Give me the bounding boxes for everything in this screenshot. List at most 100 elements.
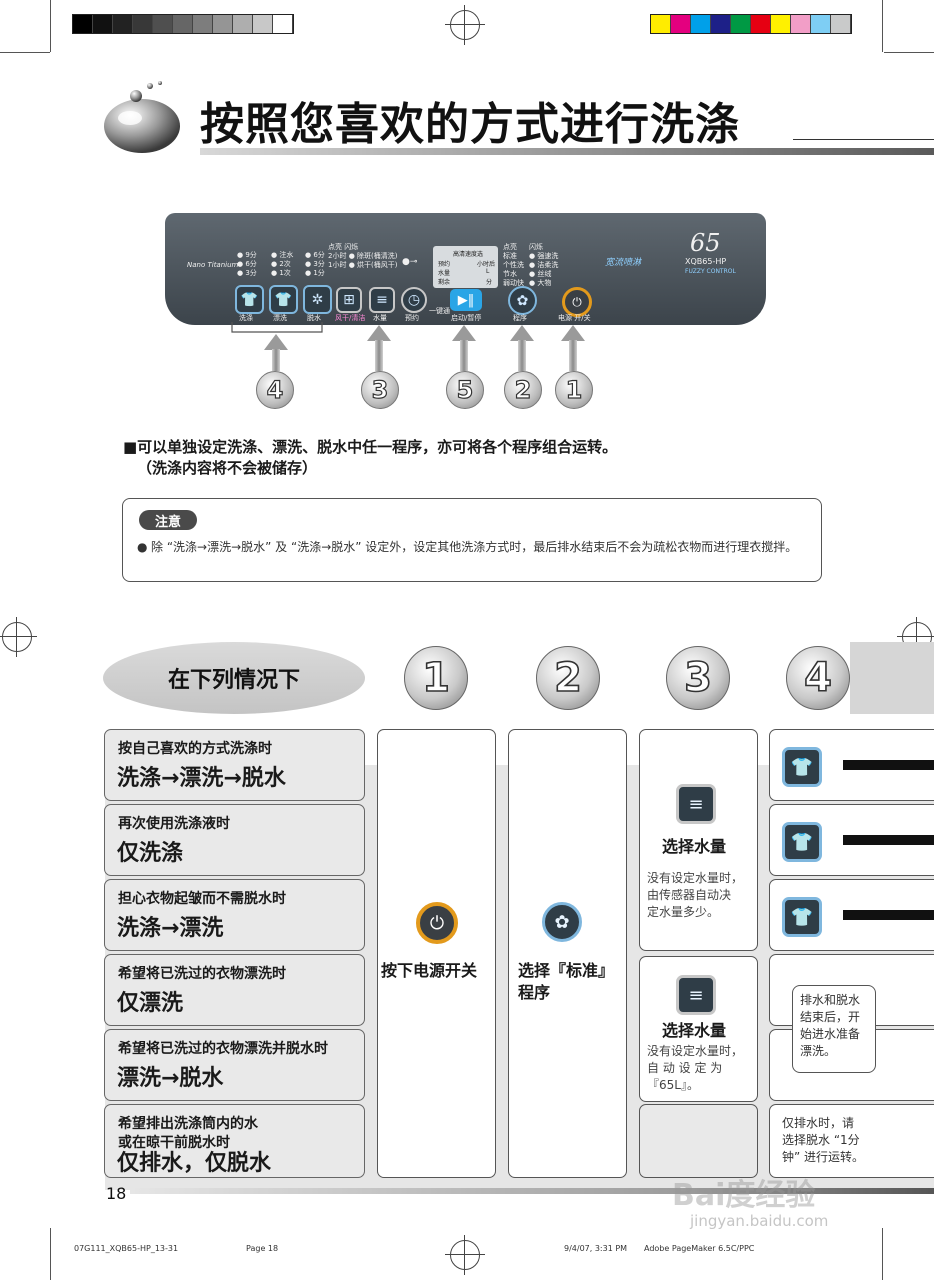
intro-text: ■可以单独设定洗涤、漂洗、脱水中任一程序，亦可将各个程序组合运转。 （洗涤内容将… (123, 437, 617, 479)
row-title: 洗涤→漂洗→脱水 (117, 766, 286, 791)
step4-note-text: 仅排水时，请 选择脱水 “1分 钟” 进行运转。 (782, 1116, 865, 1164)
progress-dash (843, 835, 934, 845)
row-subtitle: 再次使用洗涤液时 (118, 816, 230, 832)
power-button[interactable]: ⏻ (562, 287, 592, 317)
water-level-icon: ≡ (676, 975, 716, 1015)
program-label: 程序 (513, 314, 527, 322)
progress-dash (843, 760, 934, 770)
row-title: 漂洗→脱水 (117, 1066, 224, 1091)
nano-logo: Nano Titanium (187, 261, 239, 269)
callout-number: 2 (504, 371, 542, 409)
model-name: XQB65-HP (685, 257, 727, 266)
step4-callout-text: 排水和脱水 结束后，开 始进水准备 漂洗。 (800, 993, 861, 1058)
fuzzy-control-label: FUZZY CONTROL (685, 268, 736, 275)
lcd-title: 高清速度选 (453, 251, 484, 258)
intro-line: ■可以单独设定洗涤、漂洗、脱水中任一程序，亦可将各个程序组合运转。 (123, 438, 618, 456)
arrow-up-icon (510, 325, 534, 341)
crop-mark (50, 1228, 51, 1280)
arrow-up-icon (367, 325, 391, 341)
arrow-up-icon (452, 325, 476, 341)
step2-column: ✿ 选择『标准』 程序 (508, 729, 627, 1178)
note-text: ● 除 “洗涤→漂洗→脱水” 及 “洗涤→脱水” 设定外，设定其他洗涤方式时，最… (137, 538, 817, 556)
lcd-row: 预约 (438, 261, 451, 268)
callout-number: 5 (446, 371, 484, 409)
step1-label: 按下电源开关 (381, 961, 478, 980)
row-title: 仅漂洗 (117, 991, 184, 1016)
reserve-label: 预约 (405, 314, 419, 322)
step-number: 2 (536, 646, 600, 710)
step4-row: 仅排水时，请 选择脱水 “1分 钟” 进行运转。 (769, 1104, 934, 1178)
footer-rule (130, 1188, 934, 1194)
start-pause-button[interactable]: ▶‖ (450, 289, 482, 311)
reserve-button[interactable]: ◷ (401, 287, 427, 313)
row-title: 仅排水，仅脱水 (117, 1151, 272, 1176)
table-row: 希望排出洗涤筒内的水 或在晾干前脱水时 仅排水，仅脱水 (104, 1104, 365, 1178)
step4-row: 👕 (769, 729, 934, 801)
lcd-row: L (486, 268, 490, 275)
lock-key-icon: ●⊸ (402, 257, 418, 267)
rinse-label: 漂洗 (273, 314, 287, 322)
rinse-button[interactable]: 👕 (269, 285, 298, 314)
spin-time-options: ● 6分 ● 3分 ● 1分 (305, 251, 325, 277)
water-label: 水量 (373, 314, 387, 322)
callout-number: 4 (256, 371, 294, 409)
page-number: 18 (106, 1184, 127, 1203)
arrow-shaft (460, 340, 468, 371)
brand-text: 宽流喷淋 (605, 258, 642, 268)
crop-mark (0, 52, 50, 53)
program-button[interactable]: ✿ (508, 286, 537, 315)
crop-mark (50, 0, 51, 52)
button-group-bracket (231, 322, 323, 333)
footer-page: Page 18 (246, 1244, 279, 1253)
callout-number: 1 (555, 371, 593, 409)
program-options-left: 点亮 标准 个性洗 节水 弱动快 (503, 243, 524, 287)
watermark-logo: Bai度经验 (672, 1178, 816, 1213)
side-tab (850, 642, 934, 714)
crop-mark (884, 52, 934, 53)
wash-button[interactable]: 👕 (235, 285, 264, 314)
lcd-row: 小时后 (477, 261, 496, 268)
page-title: 按照您喜欢的方式进行洗涤 (200, 99, 740, 150)
step4-callout-box: 排水和脱水 结束后，开 始进水准备 漂洗。 (792, 985, 876, 1073)
step-number: 1 (404, 646, 468, 710)
callout-number: 3 (361, 371, 399, 409)
watermark-url: jingyan.baidu.com (690, 1212, 829, 1230)
progress-dash (843, 910, 934, 920)
row-subtitle: 希望将已洗过的衣物漂洗并脱水时 (118, 1041, 328, 1057)
program-icon: ✿ (542, 902, 582, 942)
table-row: 按自己喜欢的方式洗涤时 洗涤→漂洗→脱水 (104, 729, 365, 801)
note-box: 注意 ● 除 “洗涤→漂洗→脱水” 及 “洗涤→脱水” 设定外，设定其他洗涤方式… (122, 498, 822, 582)
title-underline (200, 148, 934, 155)
spin-button[interactable]: ✲ (303, 285, 332, 314)
step4-row: 👕 (769, 804, 934, 876)
registration-mark-left (0, 617, 37, 657)
power-label: 电源 开/关 (558, 314, 591, 322)
drycare-button[interactable]: ⊞ (336, 287, 362, 313)
step3-title: 选择水量 (662, 1021, 727, 1040)
bubble-logo-icon (104, 81, 180, 153)
row-subtitle: 希望排出洗涤筒内的水 或在晾干前脱水时 (118, 1116, 258, 1151)
arrow-shaft (569, 340, 577, 371)
step4-row: 👕 (769, 879, 934, 951)
step3-title: 选择水量 (662, 837, 727, 856)
step-number: 4 (786, 646, 850, 710)
step-number: 3 (666, 646, 730, 710)
title-rule (793, 139, 934, 140)
water-level-button[interactable]: ≡ (369, 287, 395, 313)
arrow-shaft (375, 340, 383, 371)
step3-box-top: ≡ 选择水量 没有设定水量时， 由传感器自动决 定水量多少。 (639, 729, 758, 951)
step3-description: 没有设定水量时， 由传感器自动决 定水量多少。 (647, 871, 744, 919)
step3-box-middle: ≡ 选择水量 没有设定水量时， 自 动 设 定 为 『65L』。 (639, 956, 758, 1102)
registration-mark-bottom (445, 1235, 485, 1275)
step3-box-bottom (639, 1104, 758, 1178)
footer-app: Adobe PageMaker 6.5C/PPC (644, 1244, 755, 1253)
step3-description: 没有设定水量时， 自 动 设 定 为 『65L』。 (647, 1044, 744, 1092)
lcd-row: 水量 (438, 270, 451, 277)
start-label: 启动/暂停 (451, 314, 482, 322)
table-row: 再次使用洗涤液时 仅洗涤 (104, 804, 365, 876)
spin-label: 脱水 (307, 314, 321, 322)
water-level-icon: ≡ (676, 784, 716, 824)
control-panel: Nano Titanium ● 9分 ● 6分 ● 3分 ● 注水 ● 2次 ●… (165, 213, 766, 325)
arrow-up-icon (561, 325, 585, 341)
crop-mark (882, 0, 883, 52)
